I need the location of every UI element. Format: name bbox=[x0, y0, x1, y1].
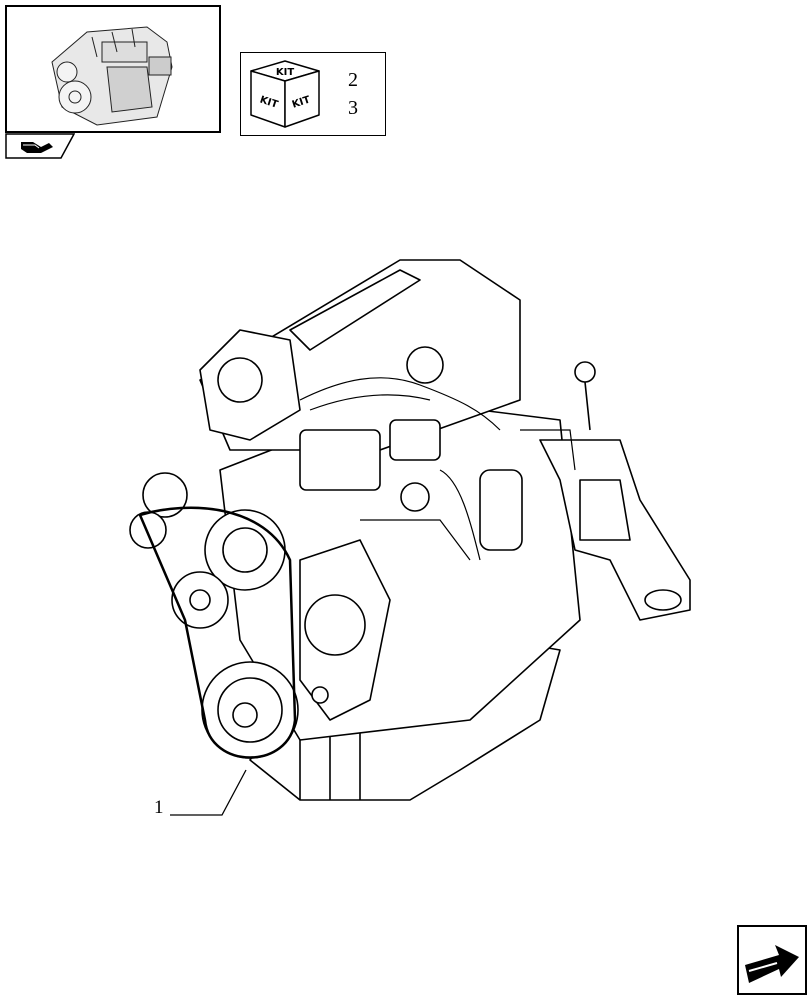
kit-cube-icon: KIT KIT KIT bbox=[250, 60, 320, 128]
kit-legend: KIT KIT KIT bbox=[240, 52, 386, 136]
kit-number: 3 bbox=[348, 97, 358, 119]
next-page-arrow-icon bbox=[737, 925, 807, 995]
callout-label: 1 bbox=[154, 797, 164, 818]
engine-thumbnail-icon bbox=[51, 26, 173, 126]
next-page-button[interactable] bbox=[737, 925, 807, 995]
kit-label-left: KIT bbox=[258, 95, 279, 111]
book-tab[interactable] bbox=[5, 133, 76, 159]
engine-thumbnail[interactable] bbox=[5, 5, 221, 133]
book-arrow-icon bbox=[5, 133, 76, 159]
kit-label-right: KIT bbox=[291, 95, 312, 111]
engine-assembly-illustration bbox=[129, 259, 691, 801]
kit-number: 2 bbox=[348, 69, 358, 91]
kit-label-top: KIT bbox=[276, 67, 294, 78]
